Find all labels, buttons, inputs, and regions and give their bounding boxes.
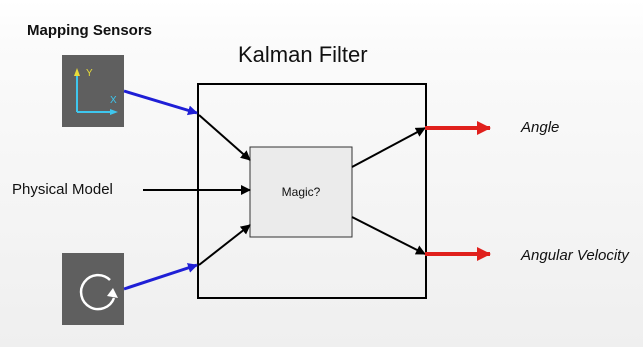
magic-label: Magic?	[281, 185, 321, 199]
output-arrow-2	[351, 216, 426, 255]
mapping-sensors-title: Mapping Sensors	[27, 22, 153, 39]
input-arrow-1	[198, 114, 251, 161]
xy-axes-icon	[62, 55, 124, 127]
kalman-filter-title: Kalman Filter	[238, 42, 368, 67]
sensor-1-wire	[123, 89, 198, 116]
input-arrow-2	[198, 224, 251, 266]
angular-velocity-label: Angular Velocity	[521, 247, 629, 264]
axis-y-label: Y	[86, 68, 93, 79]
rotation-arrow-icon	[62, 253, 124, 325]
sensor-2-wire	[123, 263, 198, 291]
axis-x-label: X	[110, 95, 117, 106]
physical-model-label: Physical Model	[12, 181, 113, 198]
magic-box	[249, 146, 353, 238]
output-arrow-1	[351, 127, 426, 168]
angle-label: Angle	[521, 119, 560, 136]
